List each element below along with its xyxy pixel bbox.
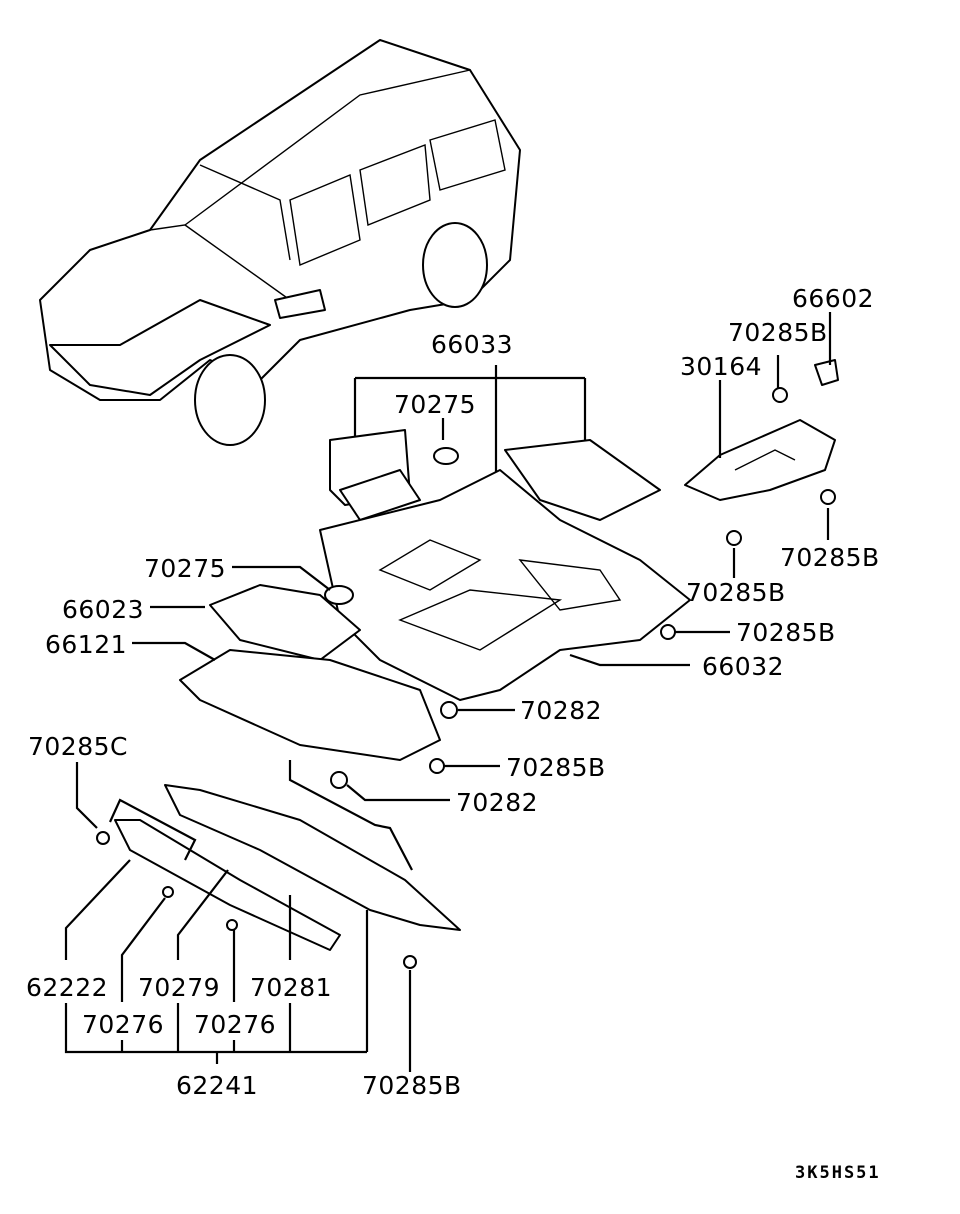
part-label-70285B-mid: 70285B xyxy=(506,753,606,782)
part-label-66033: 66033 xyxy=(431,330,514,359)
part-label-66602: 66602 xyxy=(792,284,875,313)
drawing-code: 3K5HS51 xyxy=(795,1163,881,1183)
part-label-70276-b: 70276 xyxy=(194,1010,277,1039)
part-label-70282-a: 70282 xyxy=(520,696,603,725)
part-label-66032: 66032 xyxy=(702,652,785,681)
part-label-30164: 30164 xyxy=(680,352,763,381)
part-label-70285B-right-2: 70285B xyxy=(686,578,786,607)
part-label-70275-left: 70275 xyxy=(144,554,227,583)
part-label-70285B-right-3: 70285B xyxy=(736,618,836,647)
part-label-70276-a: 70276 xyxy=(82,1010,165,1039)
part-label-66023: 66023 xyxy=(62,595,145,624)
part-label-70285C: 70285C xyxy=(28,732,128,761)
vehicle-illustration xyxy=(39,39,521,446)
part-label-70285B-right-1: 70285B xyxy=(780,543,880,572)
part-label-62241: 62241 xyxy=(176,1071,259,1100)
fasteners xyxy=(96,387,836,969)
part-label-70285B-top: 70285B xyxy=(728,318,828,347)
part-label-70275-top: 70275 xyxy=(394,390,477,419)
part-label-70282-b: 70282 xyxy=(456,788,539,817)
part-label-70281: 70281 xyxy=(250,973,333,1002)
part-label-70279: 70279 xyxy=(138,973,221,1002)
part-label-62222: 62222 xyxy=(26,973,109,1002)
part-label-70285B-bottom: 70285B xyxy=(362,1071,462,1100)
part-label-66121: 66121 xyxy=(45,630,128,659)
